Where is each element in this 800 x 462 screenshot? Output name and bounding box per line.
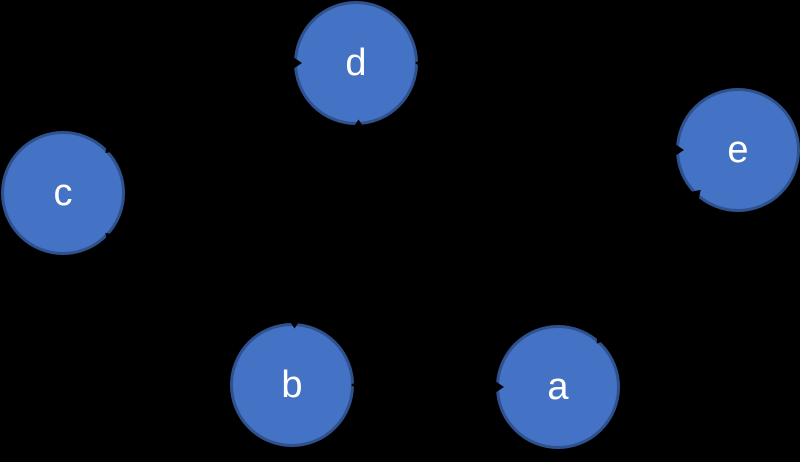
connector-arrowhead-artifact <box>415 57 424 69</box>
node-label-c: c <box>53 172 73 214</box>
connector-arrowhead-artifact <box>352 119 365 129</box>
node-d: d <box>294 1 418 125</box>
node-b: b <box>230 323 354 447</box>
connector-arrowhead-artifact <box>351 379 360 391</box>
node-label-a: a <box>547 366 569 408</box>
connector-arrowhead-artifact <box>495 381 504 393</box>
node-label-b: b <box>281 364 303 406</box>
connector-arrowhead-artifact <box>675 144 684 156</box>
connector-arrowhead-artifact <box>293 57 302 69</box>
connector-arrowhead-artifact <box>288 319 301 329</box>
node-c: c <box>1 131 125 255</box>
node-a: a <box>496 325 620 449</box>
node-label-e: e <box>727 129 749 171</box>
node-label-d: d <box>345 42 367 84</box>
